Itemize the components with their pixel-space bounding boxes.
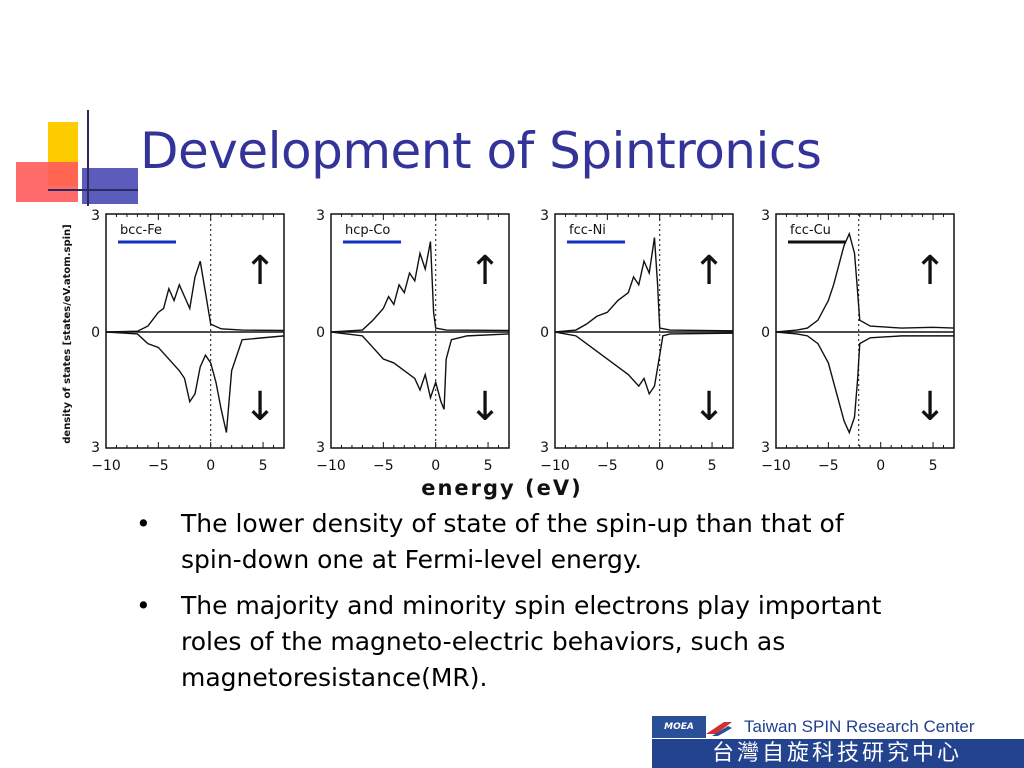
panel-frame bbox=[330, 213, 510, 449]
x-tick-label: −10 bbox=[316, 458, 346, 474]
x-tick-label: 0 bbox=[655, 458, 664, 474]
x-tick-label: 5 bbox=[484, 458, 493, 474]
center-name-cn: 台灣自旋科技研究中心 bbox=[712, 741, 963, 766]
panel-frame bbox=[554, 213, 734, 449]
spin-down-curve bbox=[105, 331, 285, 433]
x-tick-label: 0 bbox=[431, 458, 440, 474]
y-tick-label: 3 bbox=[540, 440, 549, 456]
spin-down-curve bbox=[554, 331, 734, 396]
x-tick-label: −10 bbox=[761, 458, 791, 474]
x-tick-label: −5 bbox=[373, 458, 394, 474]
y-tick-label: 3 bbox=[316, 440, 325, 456]
spin-down-arrow-icon: ↓ bbox=[692, 384, 726, 430]
y-tick-label: 3 bbox=[316, 208, 325, 224]
spin-down-arrow-icon: ↓ bbox=[913, 384, 947, 430]
deco-blue-square bbox=[82, 168, 138, 204]
dos-panel: 3 0 3 −10 −5 0 5 bcc-Fe ↑ ↓ bbox=[91, 208, 285, 474]
dos-panels: 3 0 3 −10 −5 0 5 bcc-Fe ↑ ↓ 3 0 3 −10 −5 0 5 hcp-Co ↑ ↓ 3 0 3 −… bbox=[91, 208, 955, 474]
spin-up-arrow-icon: ↑ bbox=[692, 248, 726, 294]
y-tick-label: 3 bbox=[91, 440, 100, 456]
y-tick-label: 3 bbox=[91, 208, 100, 224]
spin-down-arrow-icon: ↓ bbox=[243, 384, 277, 430]
moea-logo: MOEA bbox=[652, 716, 706, 738]
y-tick-label: 0 bbox=[91, 325, 100, 341]
swoosh-icon bbox=[706, 722, 732, 736]
x-tick-label: 5 bbox=[708, 458, 717, 474]
logo-band: 台灣自旋科技研究中心 bbox=[652, 739, 1024, 768]
spin-up-curve bbox=[330, 241, 510, 333]
spin-up-curve bbox=[554, 237, 734, 333]
dos-panel: 3 0 3 −10 −5 0 5 hcp-Co ↑ ↓ bbox=[316, 208, 510, 474]
spin-down-curve bbox=[775, 331, 954, 435]
y-tick-label: 3 bbox=[761, 440, 770, 456]
bullet-item: The lower density of state of the spin-u… bbox=[128, 506, 888, 578]
x-tick-label: −10 bbox=[540, 458, 570, 474]
x-tick-label: −5 bbox=[818, 458, 839, 474]
title-decoration bbox=[16, 110, 138, 206]
bullet-list: The lower density of state of the spin-u… bbox=[128, 506, 888, 706]
x-tick-label: −10 bbox=[91, 458, 121, 474]
panel-label: hcp-Co bbox=[345, 223, 390, 238]
panel-label: bcc-Fe bbox=[120, 223, 162, 238]
panel-label: fcc-Ni bbox=[569, 223, 606, 238]
dos-panel: 3 0 3 −10 −5 0 5 fcc-Ni ↑ ↓ bbox=[540, 208, 734, 474]
footer-logo: MOEA Taiwan SPIN Research Center 台灣自旋科技研… bbox=[652, 714, 1024, 768]
spin-up-curve bbox=[105, 260, 285, 333]
panel-label: fcc-Cu bbox=[790, 223, 831, 238]
center-name: Taiwan SPIN Research Center bbox=[744, 717, 975, 736]
dos-panel: 3 0 3 −10 −5 0 5 fcc-Cu ↑ ↓ bbox=[761, 208, 955, 474]
x-tick-label: 5 bbox=[259, 458, 268, 474]
y-tick-label: 3 bbox=[540, 208, 549, 224]
chart-x-label: energy (eV) bbox=[421, 476, 583, 500]
y-tick-label: 0 bbox=[540, 325, 549, 341]
x-tick-label: −5 bbox=[597, 458, 618, 474]
slide-title: Development of Spintronics bbox=[140, 122, 822, 180]
panel-frame bbox=[775, 213, 955, 449]
chart-y-label: density of states [states/eV.atom.spin] bbox=[62, 224, 73, 444]
x-tick-label: −5 bbox=[148, 458, 169, 474]
spin-down-curve bbox=[330, 331, 510, 410]
y-tick-label: 3 bbox=[761, 208, 770, 224]
logo-top-row: MOEA Taiwan SPIN Research Center bbox=[652, 716, 1024, 738]
spin-up-arrow-icon: ↑ bbox=[468, 248, 502, 294]
spin-up-curve bbox=[775, 231, 955, 333]
y-tick-label: 0 bbox=[316, 325, 325, 341]
panel-frame bbox=[105, 213, 285, 449]
x-tick-label: 0 bbox=[206, 458, 215, 474]
bullet-item: The majority and minority spin electrons… bbox=[128, 588, 888, 696]
deco-red-square bbox=[16, 162, 78, 202]
x-tick-label: 5 bbox=[929, 458, 938, 474]
dos-figure: density of states [states/eV.atom.spin] … bbox=[62, 208, 955, 500]
x-tick-label: 0 bbox=[876, 458, 885, 474]
spin-up-arrow-icon: ↑ bbox=[913, 248, 947, 294]
spin-down-arrow-icon: ↓ bbox=[468, 384, 502, 430]
spin-up-arrow-icon: ↑ bbox=[243, 248, 277, 294]
y-tick-label: 0 bbox=[761, 325, 770, 341]
